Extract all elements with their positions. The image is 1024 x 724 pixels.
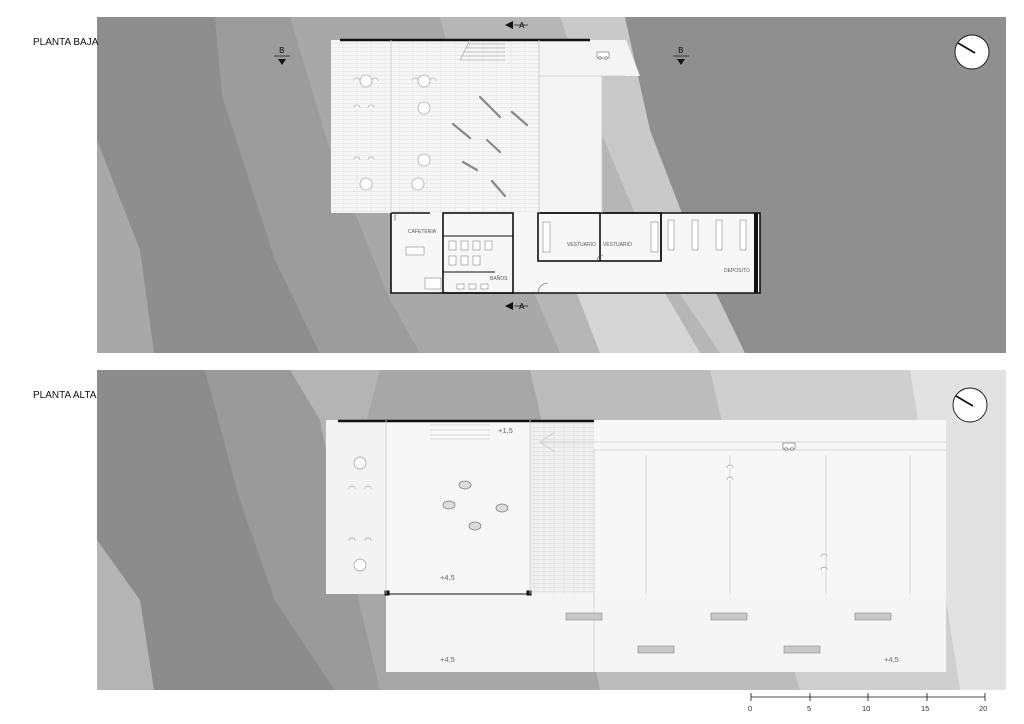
upper-floor-plan: +1,5 +4,5 +4,5 +4,5 PLANTA ALTA	[33, 370, 1006, 690]
level-mark-2: +4,5	[440, 573, 455, 582]
walls-ground	[340, 38, 761, 294]
floor-title-upper: PLANTA ALTA	[33, 390, 97, 401]
doors	[394, 213, 604, 294]
section-mark-label: B	[279, 46, 285, 55]
section-mark-label: A	[519, 21, 525, 30]
stair-upper	[430, 424, 490, 440]
upper-deck-stripe	[530, 420, 594, 594]
terrain-upper-mid	[205, 370, 380, 690]
level-mark-3: +4,5	[440, 655, 455, 664]
room-label-vestuario-2: VESTUARIO	[603, 242, 632, 248]
section-mark-label: B	[678, 46, 684, 55]
upper-grid	[385, 420, 946, 672]
walls-upper	[338, 419, 594, 596]
benches	[451, 95, 529, 198]
north-arrow-icon	[954, 34, 990, 70]
ramp	[539, 431, 946, 453]
scale-bar: 0 5 10 15 20	[748, 693, 987, 713]
scale-tick-label: 20	[979, 704, 987, 713]
toilet-stalls	[448, 240, 493, 290]
scale-tick-label: 5	[807, 704, 811, 713]
storage-shelves	[405, 219, 747, 290]
section-mark-b-left: B	[274, 46, 290, 65]
level-mark-1: +1,5	[498, 426, 513, 435]
upper-lower-terrace	[386, 594, 946, 672]
section-mark-a-bottom: A	[505, 302, 528, 311]
section-marks-ground: A A B B	[274, 21, 689, 311]
section-mark-label: A	[519, 302, 525, 311]
car-icon	[596, 51, 610, 60]
service-block-floor	[391, 213, 760, 293]
terrain-band-dark-left	[97, 17, 320, 353]
scale-tick-label: 10	[862, 704, 870, 713]
display-panels	[565, 612, 892, 654]
cafe-tables	[353, 74, 437, 191]
north-arrow-icon	[952, 387, 988, 423]
room-label-cafeteria: CAFETERIA	[408, 229, 437, 235]
upper-main-hall	[386, 420, 946, 594]
room-label-banos: BAÑOS	[490, 275, 508, 282]
seating-pods	[442, 480, 509, 531]
section-mark-a-top: A	[505, 21, 528, 30]
scale-tick-label: 0	[748, 704, 752, 713]
column-grid	[390, 40, 626, 213]
level-mark-4: +4,5	[884, 655, 899, 664]
floor-title-ground: PLANTA BAJA	[33, 37, 99, 48]
stair-ground	[459, 39, 505, 61]
car-icon-upper	[782, 442, 796, 451]
room-label-vestuario-1: VESTUARIO	[567, 242, 596, 248]
ground-floor-plan: A A B B CAFETERIA BAÑOS VESTUARIO VESTUA…	[33, 17, 1006, 353]
section-mark-b-right: B	[673, 46, 689, 65]
upper-furniture	[348, 456, 828, 572]
scale-tick-label: 15	[921, 704, 929, 713]
room-label-deposito: DEPOSITO	[724, 268, 750, 274]
terrain-band-mid	[215, 17, 420, 353]
terrain-upper-dark	[97, 370, 335, 690]
